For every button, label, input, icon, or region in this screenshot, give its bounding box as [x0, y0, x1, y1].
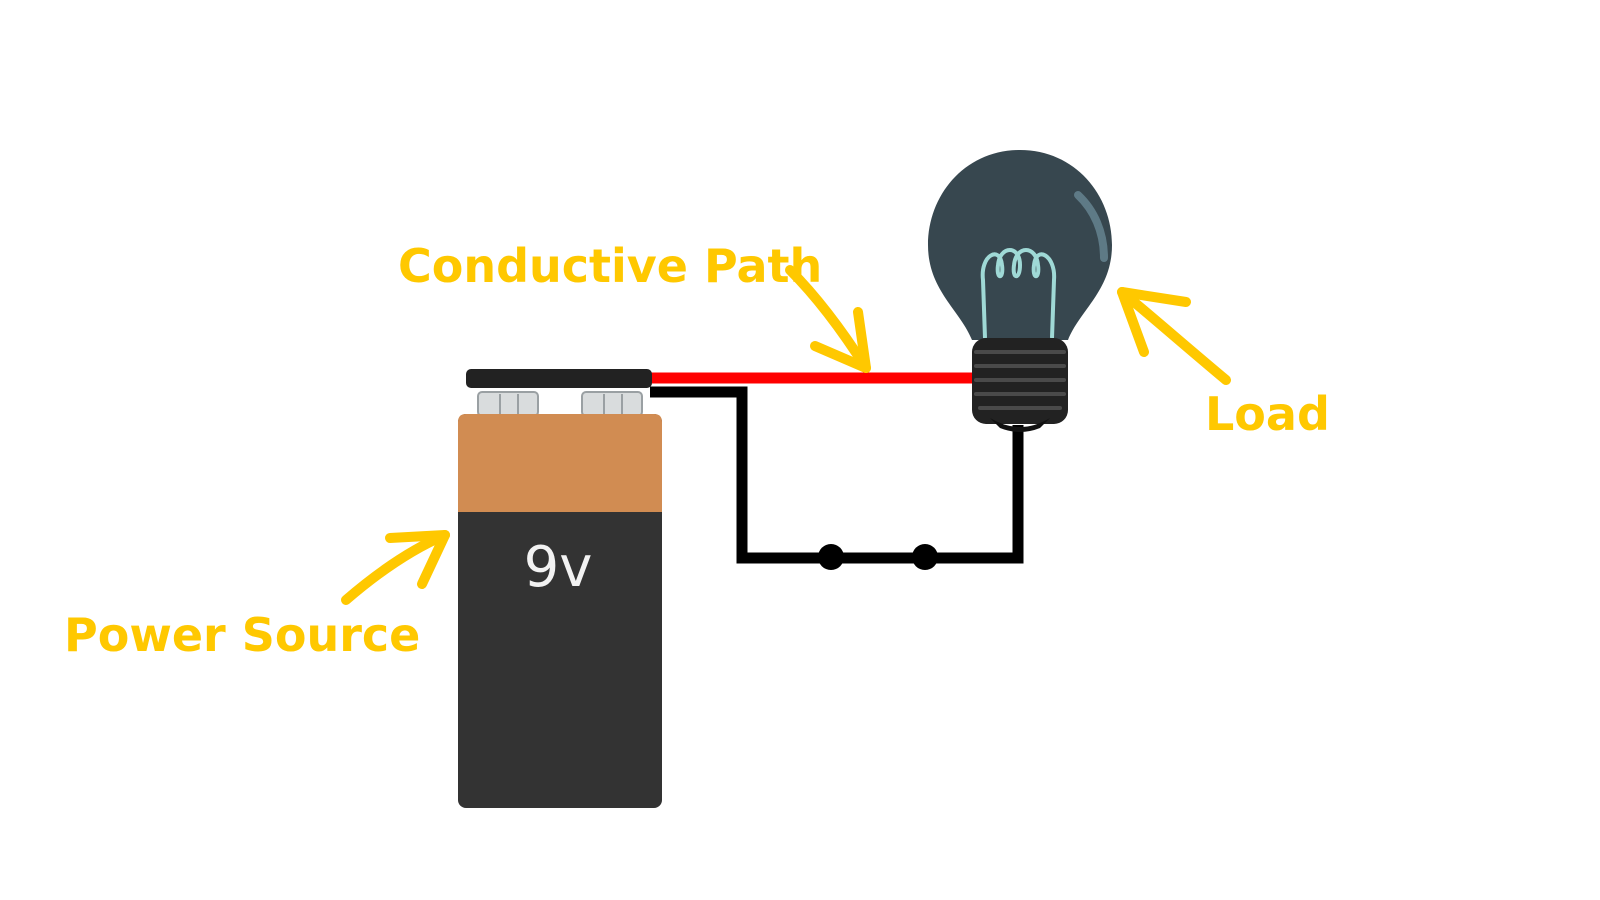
arrow-to-battery	[341, 530, 450, 605]
switch-contact-right	[912, 544, 938, 570]
battery-9v-icon: 9v	[458, 369, 662, 808]
arrow-to-bulb	[1117, 287, 1231, 385]
bulb-tip	[990, 418, 1050, 432]
battery-voltage-label: 9v	[524, 535, 593, 600]
bulb-highlight	[1074, 191, 1108, 262]
battery-body	[458, 414, 662, 808]
arrow-to-wire	[785, 265, 871, 373]
battery-terminal-left	[477, 391, 539, 417]
battery-top-band	[458, 414, 662, 512]
bulb-glass	[928, 150, 1112, 340]
battery-terminal-right	[581, 391, 643, 417]
bulb-threads	[974, 350, 1066, 410]
battery-clip	[466, 369, 652, 388]
light-bulb-icon	[928, 150, 1112, 432]
bulb-filament	[980, 248, 1057, 339]
load-label: Load	[1205, 387, 1330, 441]
negative-wire	[650, 386, 1024, 564]
power-source-label: Power Source	[64, 608, 420, 662]
conductive-path-label: Conductive Path	[398, 239, 822, 293]
switch-contact-left	[818, 544, 844, 570]
